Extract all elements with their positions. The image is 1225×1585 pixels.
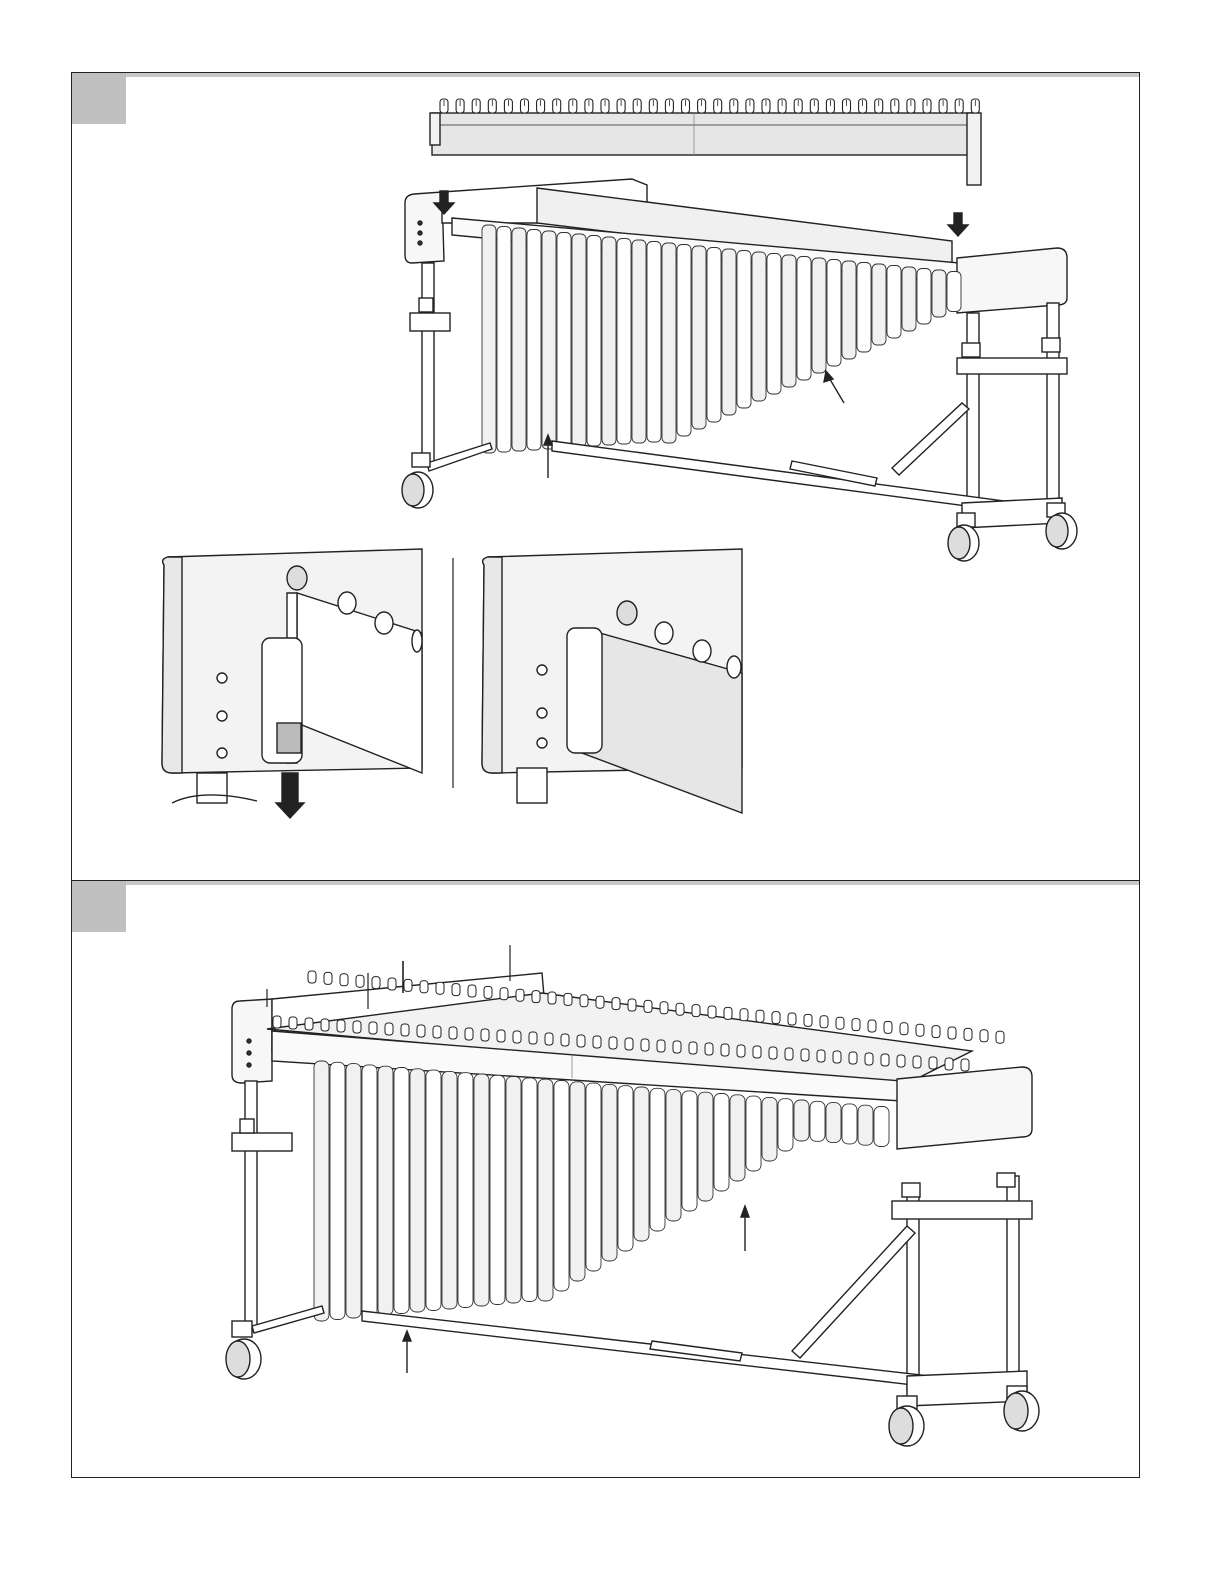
instrument-frame [402,179,1077,561]
top-rail [430,99,981,185]
step-1-illustration [72,73,1141,883]
caster-wheel [1046,503,1077,549]
up-arrow-icon [544,435,552,478]
up-arrow-icon [741,1206,749,1251]
caster-wheel [948,513,979,561]
assembled-instrument [226,971,1039,1446]
caster-wheel [402,453,433,508]
resonator-tubes [314,1061,889,1321]
step-panel-1 [71,72,1140,882]
up-arrow-icon [824,371,844,403]
caster-wheel [1004,1386,1039,1431]
step-2-illustration [72,881,1141,1479]
rail-peg-row [440,99,979,113]
step-panel-2 [71,880,1140,1478]
down-arrow-icon [948,213,968,236]
detail-clip-closed [482,549,742,813]
up-arrow-icon [403,1331,411,1373]
detail-clip-open [162,549,422,818]
